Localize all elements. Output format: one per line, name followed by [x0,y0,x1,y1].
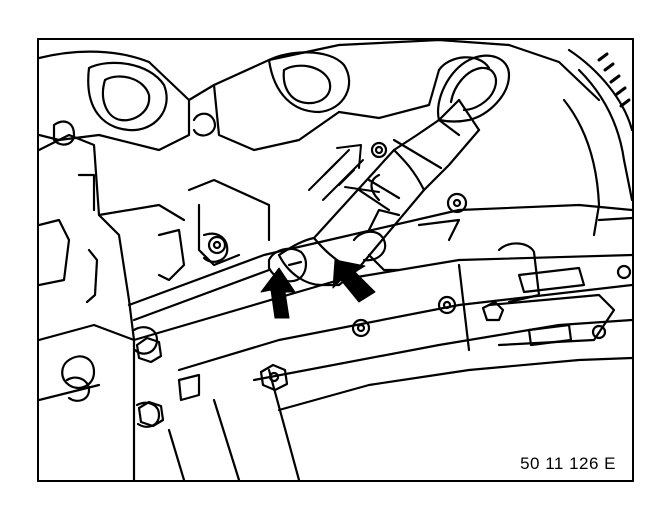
double-arrow-up-right-icon [308,144,380,201]
illustration-frame: 50 11 126 E [37,38,634,482]
dipstick-tube [267,54,511,287]
flywheel-housing [562,48,632,237]
bolt-4 [370,141,388,159]
bolt-7 [591,324,607,340]
bolt-6 [616,264,632,280]
bolt-1 [207,235,227,255]
bolt-hex-left-2 [137,400,165,428]
bolt-3 [446,192,468,214]
bolt-2 [437,295,457,315]
arrow-right-icon [332,259,376,303]
upper-casting [39,40,601,152]
bolt-hex-left-1 [135,336,163,364]
bolt-hex-front [259,363,289,392]
block-left-side [39,120,271,480]
bolts [135,141,632,428]
engine-block-drawing [39,40,632,480]
figure-code: 50 11 126 E [520,454,616,473]
arrow-left-icon [260,267,296,319]
oil-pan-flange [127,203,632,480]
bolt-5 [351,318,371,338]
bolt-small-right [481,300,505,322]
